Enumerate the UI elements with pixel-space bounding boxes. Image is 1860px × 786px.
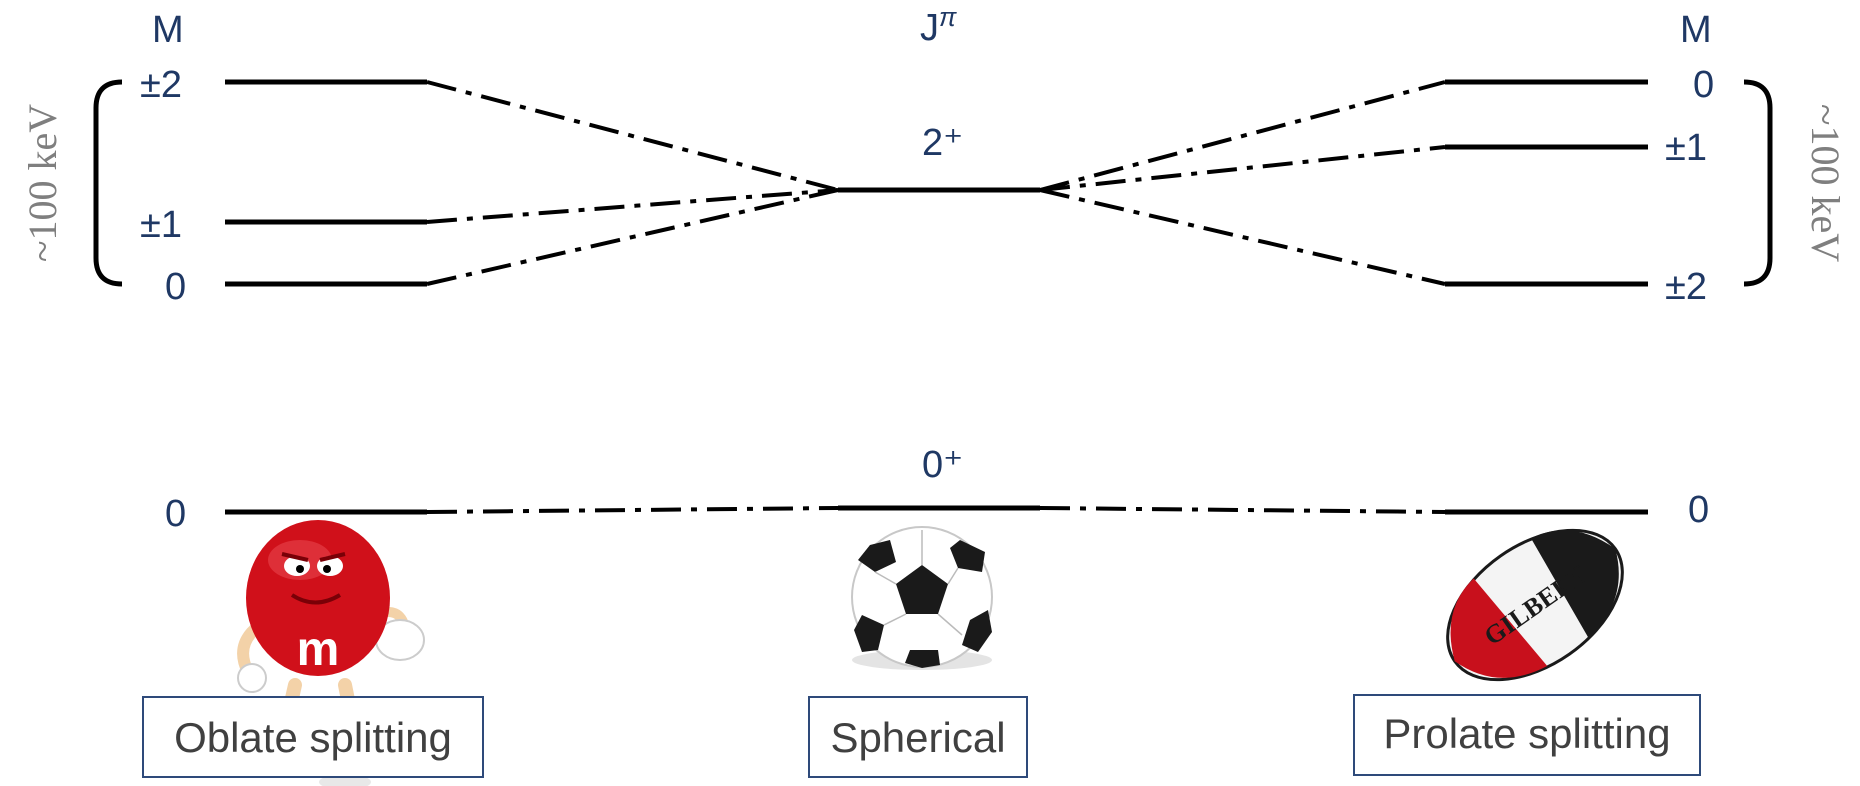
prolate-caption: Prolate splitting: [1383, 710, 1670, 757]
spherical-caption: Spherical: [830, 714, 1005, 761]
rugby-ball-black-tip-right: [1530, 530, 1619, 638]
connector-prolate-pm1: [1039, 145, 1446, 192]
prolate-m-label-0: 0: [1693, 64, 1714, 106]
ball-pentagon-top-left: [858, 540, 896, 572]
rugby-ball-icon: GILBERT: [1446, 528, 1624, 682]
prolate-ground-label: 0: [1688, 489, 1709, 531]
connector-prolate-pm2: [1039, 188, 1446, 286]
ball-pentagon-bottom-right: [962, 610, 992, 652]
mascot-glove-left: [237, 663, 267, 693]
left-m-header: M: [152, 9, 184, 51]
connector-ground-left: [426, 506, 839, 514]
rugby-ball-red-tip-left: [1450, 578, 1548, 678]
ball-pentagon-bottom-left: [854, 615, 884, 652]
pi-superscript: π: [939, 2, 957, 32]
oblate-ground-label: 0: [165, 493, 186, 535]
ball-pentagon-bottom: [905, 650, 940, 668]
connector-oblate-pm2: [426, 80, 839, 192]
oblate-m-label-pm1: ±1: [140, 204, 182, 246]
oblate-m-label-0: 0: [165, 266, 186, 308]
mascot-smile: [290, 593, 342, 605]
prolate-m-label-pm2: ±2: [1665, 266, 1707, 308]
connector-prolate-0: [1039, 80, 1446, 192]
ball-pentagon-center: [896, 565, 948, 614]
left-energy-scale: ~100 keV: [20, 104, 65, 262]
right-energy-scale: ~100 keV: [1803, 104, 1848, 262]
connector-ground-right: [1039, 506, 1446, 514]
mascot-brows: [281, 552, 346, 562]
right-m-header: M: [1680, 9, 1712, 51]
spherical-label-0plus: 0⁺: [922, 444, 963, 486]
ball-seams: [874, 530, 963, 636]
mascot-pupil-left: [296, 565, 304, 573]
ball-pentagon-top-right: [950, 540, 985, 572]
oblate-caption: Oblate splitting: [174, 714, 452, 761]
oblate-m-label-pm2: ±2: [140, 64, 182, 106]
soccer-ball-icon: [851, 526, 993, 670]
center-j-header: Jπ: [920, 2, 957, 49]
mascot-m-logo: m: [297, 623, 340, 676]
connector-oblate-pm1: [426, 188, 839, 224]
prolate-caption-box: [1353, 694, 1701, 776]
connector-oblate-0: [426, 188, 839, 286]
mascot-pupil-right: [323, 565, 331, 573]
right-bracket: [1743, 79, 1773, 287]
oblate-caption-box: [142, 696, 484, 778]
prolate-m-label-pm1: ±1: [1665, 127, 1707, 169]
spherical-label-2plus: 2⁺: [922, 122, 963, 164]
spherical-caption-box: [808, 696, 1028, 778]
j-symbol: J: [920, 7, 939, 49]
left-bracket: [93, 79, 123, 287]
